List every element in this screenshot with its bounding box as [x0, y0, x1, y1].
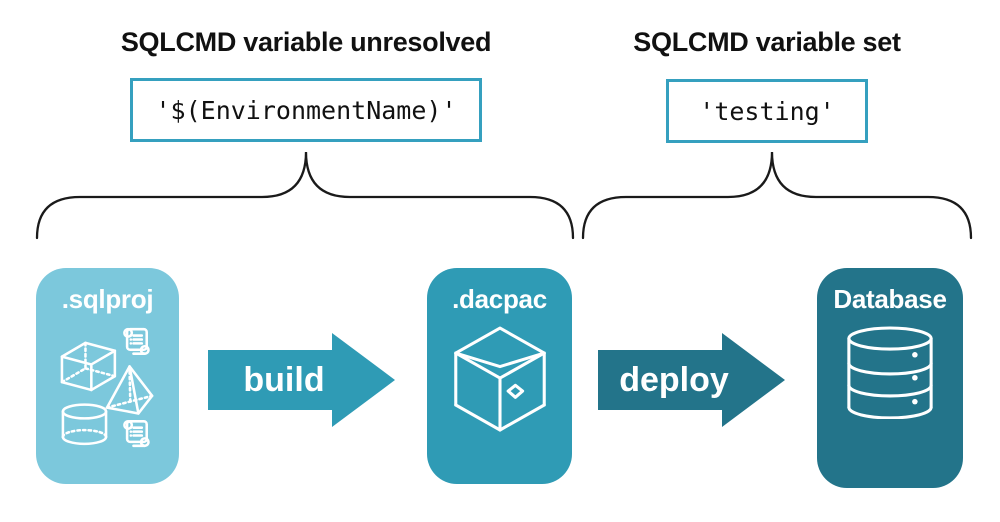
node-sqlproj-label: .sqlproj	[61, 284, 154, 314]
node-dacpac-label: .dacpac	[452, 284, 547, 314]
deploy-arrow-label: deploy	[619, 360, 729, 399]
cube-icon	[60, 341, 116, 392]
heading-sqlcmd-unresolved: SQLCMD variable unresolved	[120, 27, 492, 57]
build-arrow-shape	[208, 333, 395, 427]
build-arrow: build	[208, 333, 398, 427]
heading-sqlcmd-set: SQLCMD variable set	[633, 27, 901, 57]
curly-brace-right	[581, 151, 973, 240]
cylinder-icon	[61, 403, 107, 446]
node-database: Database	[817, 268, 963, 488]
deploy-arrow-shape	[598, 333, 785, 427]
value-box-unresolved: '$(EnvironmentName)'	[130, 78, 482, 142]
build-arrow-label: build	[243, 360, 325, 399]
value-text-set: 'testing'	[699, 96, 835, 126]
deploy-arrow: deploy	[598, 333, 788, 427]
value-box-set: 'testing'	[666, 79, 868, 143]
database-cylinder-icon	[847, 326, 933, 419]
brace-group	[35, 151, 973, 240]
value-text-unresolved: '$(EnvironmentName)'	[155, 95, 457, 125]
node-sqlproj: .sqlproj	[36, 268, 179, 484]
scroll-icon	[122, 420, 150, 448]
node-database-label: Database	[833, 284, 947, 314]
node-dacpac: .dacpac	[427, 268, 572, 484]
package-box-icon	[453, 326, 546, 432]
scroll-icon	[122, 327, 150, 355]
pyramid-icon	[105, 365, 153, 415]
curly-brace-left	[35, 151, 575, 240]
sql-objects-icon	[60, 327, 153, 448]
